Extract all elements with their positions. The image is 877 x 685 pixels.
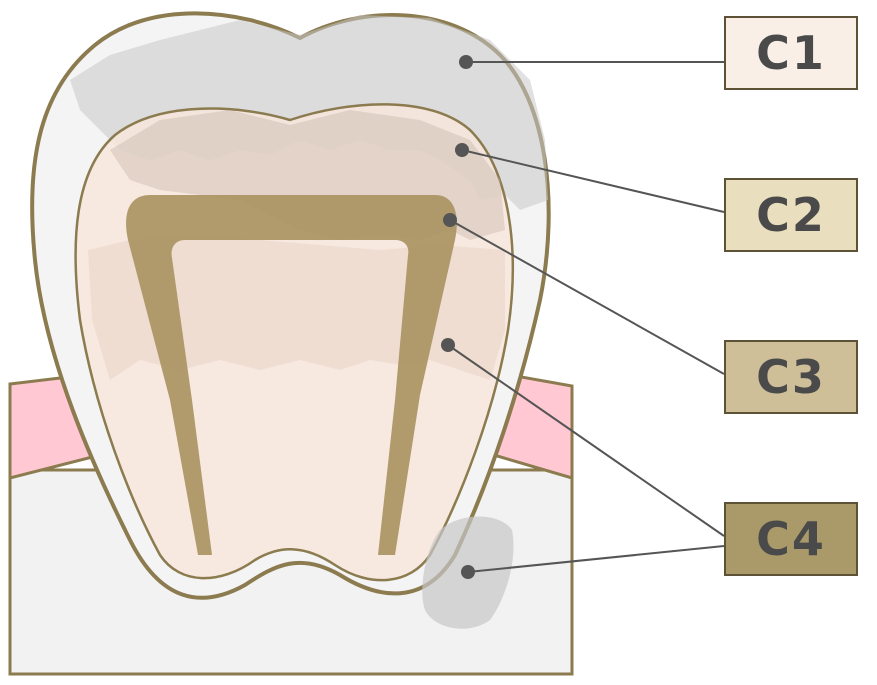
leader-dot-c1	[459, 55, 473, 69]
caries-c1-area	[70, 15, 548, 210]
leader-line-c2	[461, 149, 725, 213]
tooth-pulp	[126, 195, 457, 555]
leader-dot-c4b	[461, 565, 475, 579]
label-c2: C2	[724, 178, 858, 252]
label-c1: C1	[724, 16, 858, 90]
leader-dot-c2	[455, 143, 469, 157]
leader-dot-c3	[443, 213, 457, 227]
leader-dot-c4a	[441, 338, 455, 352]
leader-line-c3	[449, 219, 725, 375]
label-c4: C4	[724, 502, 858, 576]
label-c3: C3	[724, 340, 858, 414]
leader-line-c4b	[467, 545, 725, 573]
leader-line-c4a	[447, 344, 725, 537]
